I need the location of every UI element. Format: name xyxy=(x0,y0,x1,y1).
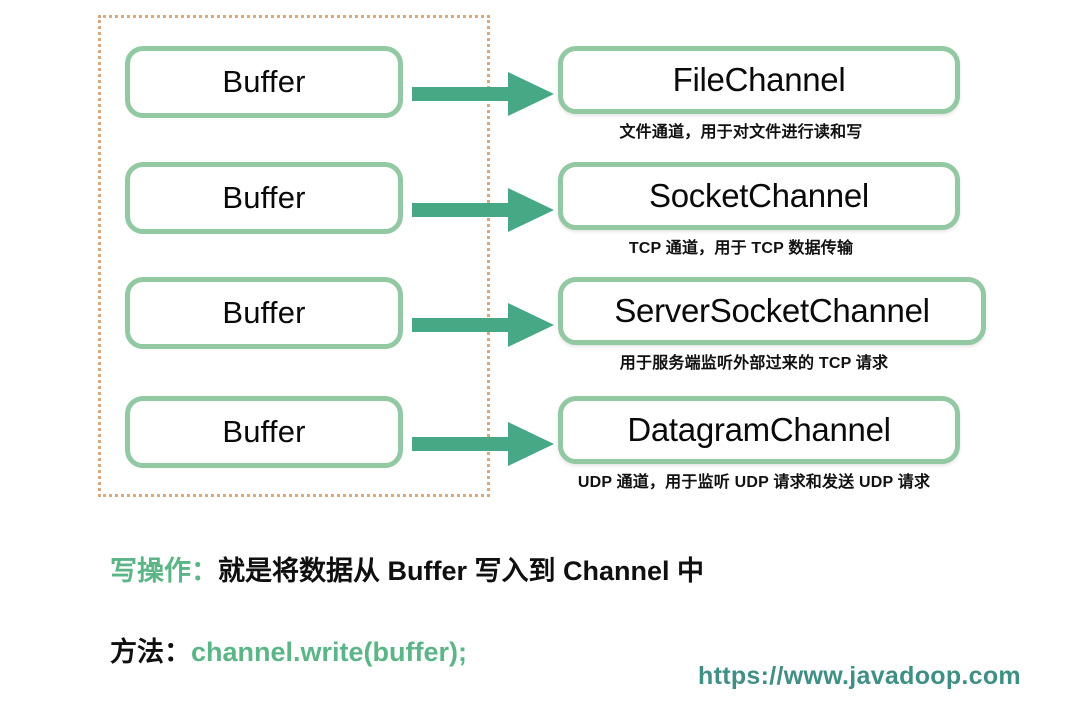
method-label: 方法： xyxy=(110,637,191,667)
arrow-right-icon xyxy=(412,303,554,347)
channel-caption: 文件通道，用于对文件进行读和写 xyxy=(619,124,863,141)
arrow-shaft xyxy=(412,87,512,101)
write-operation-note: 写操作：就是将数据从 Buffer 写入到 Channel 中 xyxy=(110,549,704,588)
channel-box-label: ServerSocketChannel xyxy=(614,292,930,329)
arrow-shaft xyxy=(412,318,512,332)
channel-caption-wrap: 用于服务端监听外部过来的 TCP 请求 xyxy=(0,349,1084,373)
arrow-shaft xyxy=(412,437,512,451)
channel-row: Buffer DatagramChannel UDP 通道，用于监听 UDP 请… xyxy=(0,396,1084,496)
arrow-shaft xyxy=(412,203,512,217)
buffer-box-label: Buffer xyxy=(222,414,306,449)
arrow-head xyxy=(508,188,554,232)
arrow-head xyxy=(508,72,554,116)
channel-box-serversocketchannel[interactable]: ServerSocketChannel xyxy=(558,277,986,345)
buffer-group-frame xyxy=(98,15,490,497)
channel-box-datagramchannel[interactable]: DatagramChannel xyxy=(558,396,960,464)
method-note: 方法：channel.write(buffer); xyxy=(110,630,467,669)
arrow-right-icon xyxy=(412,72,554,116)
channel-caption-wrap: UDP 通道，用于监听 UDP 请求和发送 UDP 请求 xyxy=(0,468,1084,492)
write-operation-text: 就是将数据从 Buffer 写入到 Channel 中 xyxy=(218,556,705,586)
buffer-box-label: Buffer xyxy=(222,64,306,99)
channel-caption: UDP 通道，用于监听 UDP 请求和发送 UDP 请求 xyxy=(577,474,931,491)
channel-caption: TCP 通道，用于 TCP 数据传输 xyxy=(628,240,854,257)
channel-row: Buffer SocketChannel TCP 通道，用于 TCP 数据传输 xyxy=(0,162,1084,262)
channel-caption-wrap: 文件通道，用于对文件进行读和写 xyxy=(0,118,1084,142)
arrow-head xyxy=(508,422,554,466)
buffer-box-label: Buffer xyxy=(222,295,306,330)
channel-box-filechannel[interactable]: FileChannel xyxy=(558,46,960,114)
buffer-box[interactable]: Buffer xyxy=(125,396,403,468)
channel-box-label: DatagramChannel xyxy=(627,411,891,448)
channel-box-label: FileChannel xyxy=(672,61,846,98)
buffer-box[interactable]: Buffer xyxy=(125,162,403,234)
site-url[interactable]: https://www.javadoop.com xyxy=(698,662,1021,690)
write-operation-label: 写操作： xyxy=(110,556,218,586)
buffer-box-label: Buffer xyxy=(222,180,306,215)
channel-box-label: SocketChannel xyxy=(649,177,869,214)
method-code: channel.write(buffer); xyxy=(191,637,468,667)
channel-row: Buffer ServerSocketChannel 用于服务端监听外部过来的 … xyxy=(0,277,1084,377)
channel-caption-wrap: TCP 通道，用于 TCP 数据传输 xyxy=(0,234,1084,258)
arrow-right-icon xyxy=(412,188,554,232)
arrow-right-icon xyxy=(412,422,554,466)
channel-caption: 用于服务端监听外部过来的 TCP 请求 xyxy=(619,355,889,372)
channel-row: Buffer FileChannel 文件通道，用于对文件进行读和写 xyxy=(0,46,1084,146)
channel-box-socketchannel[interactable]: SocketChannel xyxy=(558,162,960,230)
arrow-head xyxy=(508,303,554,347)
buffer-box[interactable]: Buffer xyxy=(125,46,403,118)
buffer-box[interactable]: Buffer xyxy=(125,277,403,349)
